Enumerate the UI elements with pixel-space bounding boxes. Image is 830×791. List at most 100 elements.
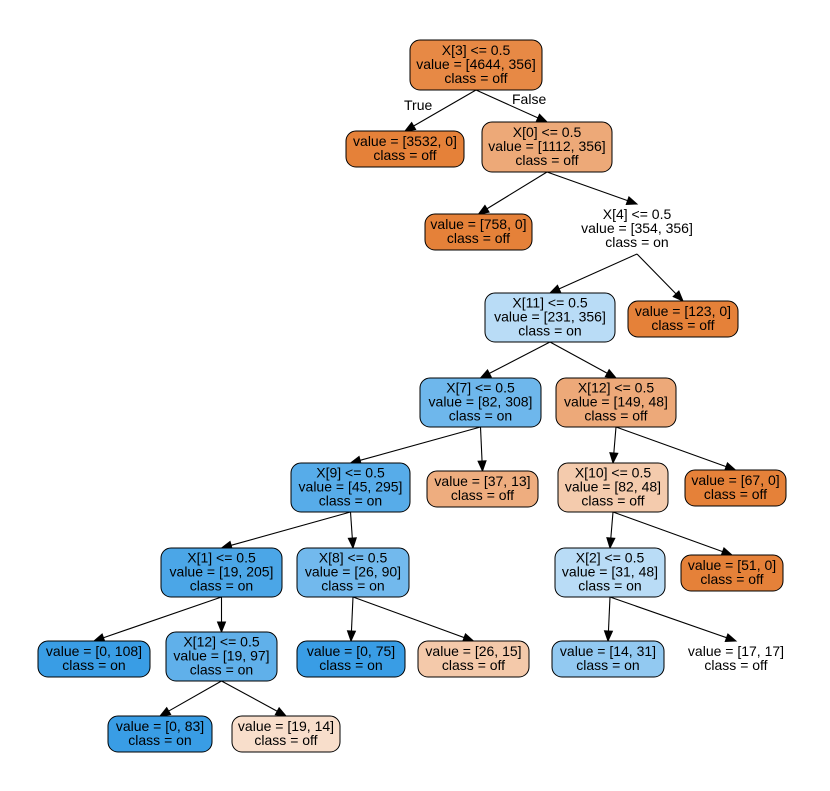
node-text-line: class = off bbox=[704, 486, 767, 502]
node-text-line: value = [3532, 0] bbox=[353, 133, 457, 149]
node-text-line: value = [51, 0] bbox=[688, 557, 776, 573]
node-text-line: class = off bbox=[451, 487, 514, 503]
node-text-line: class = off bbox=[254, 732, 317, 748]
node-box bbox=[419, 377, 542, 428]
node-text-line: X[10] <= 0.5 bbox=[575, 465, 651, 481]
node-text-line: class = off bbox=[515, 152, 578, 168]
node-text-line: class = on bbox=[190, 578, 253, 594]
edge-line bbox=[103, 596, 222, 639]
node-text-line: class = off bbox=[700, 571, 763, 587]
node-text-line: class = on bbox=[578, 578, 641, 594]
node-text-line: value = [123, 0] bbox=[635, 303, 731, 319]
tree-edge bbox=[158, 680, 222, 717]
edge-line bbox=[610, 511, 614, 539]
node-text-line: value = [26, 90] bbox=[305, 564, 401, 580]
node-text-line: class = off bbox=[447, 230, 510, 246]
tree-edge bbox=[347, 511, 357, 550]
node-text-line: value = [82, 48] bbox=[565, 479, 661, 495]
node-text-line: value = [0, 83] bbox=[116, 718, 204, 734]
arrow-head-icon bbox=[274, 706, 288, 717]
node-text-line: value = [354, 356] bbox=[581, 220, 693, 236]
arrow-head-icon bbox=[477, 460, 487, 473]
tree-node: value = [14, 31]class = on bbox=[551, 640, 665, 678]
tree-edge bbox=[548, 253, 638, 294]
node-text-line: X[3] <= 0.5 bbox=[442, 42, 511, 58]
node-text-line: X[0] <= 0.5 bbox=[513, 124, 582, 140]
edge-label-true: True bbox=[404, 97, 432, 113]
tree-edge bbox=[221, 680, 288, 717]
node-text-line: class = on bbox=[62, 657, 125, 673]
node-text-line: class = on bbox=[321, 578, 384, 594]
edge-line bbox=[558, 253, 638, 290]
node-text-line: value = [19, 205] bbox=[170, 564, 274, 580]
tree-edge bbox=[609, 596, 738, 643]
node-text-line: class = on bbox=[319, 493, 382, 509]
arrow-head-icon bbox=[606, 537, 616, 550]
tree-edge bbox=[477, 171, 548, 215]
edge-line bbox=[350, 596, 354, 632]
node-box bbox=[684, 469, 787, 507]
tree-edge bbox=[346, 596, 357, 643]
node-box bbox=[557, 462, 669, 513]
edge-line bbox=[615, 426, 727, 468]
node-text-line: X[12] <= 0.5 bbox=[578, 380, 654, 396]
edge-line bbox=[359, 426, 481, 461]
tree-edge bbox=[603, 596, 614, 643]
node-box bbox=[417, 640, 530, 678]
edge-line bbox=[612, 511, 723, 553]
node-text-line: class = off bbox=[704, 657, 767, 673]
edge-line bbox=[486, 171, 548, 210]
node-box bbox=[627, 300, 739, 338]
node-text-line: value = [758, 0] bbox=[430, 216, 526, 232]
edge-line bbox=[413, 89, 477, 127]
node-text-line: class = on bbox=[449, 408, 512, 424]
arrow-head-icon bbox=[724, 633, 738, 643]
node-box bbox=[37, 640, 151, 678]
arrow-head-icon bbox=[403, 121, 417, 132]
edge-label-false: False bbox=[512, 91, 546, 107]
node-text-line: value = [1112, 356] bbox=[488, 138, 605, 154]
node-box bbox=[555, 377, 677, 428]
tree-edge bbox=[477, 426, 487, 473]
node-text-line: value = [37, 13] bbox=[434, 473, 530, 489]
arrow-head-icon bbox=[535, 113, 549, 123]
tree-node: value = [0, 108]class = on bbox=[37, 640, 151, 678]
arrow-head-icon bbox=[477, 204, 490, 215]
arrow-head-icon bbox=[603, 630, 614, 643]
arrow-head-icon bbox=[609, 452, 619, 465]
node-text-line: value = [231, 356] bbox=[494, 309, 606, 325]
node-box bbox=[484, 292, 616, 343]
tree-edge bbox=[479, 341, 551, 379]
tree-edge bbox=[216, 597, 227, 634]
arrow-head-icon bbox=[347, 537, 357, 550]
edge-line bbox=[475, 89, 539, 119]
tree-edge bbox=[349, 426, 481, 465]
node-text-line: X[7] <= 0.5 bbox=[446, 380, 515, 396]
node-text-line: X[12] <= 0.5 bbox=[183, 634, 259, 650]
node-box bbox=[296, 547, 410, 598]
node-text-line: value = [0, 75] bbox=[307, 643, 395, 659]
node-text-line: value = [149, 48] bbox=[564, 394, 668, 410]
node-box bbox=[296, 640, 406, 678]
node-text-line: value = [31, 48] bbox=[562, 564, 658, 580]
tree-edge bbox=[546, 171, 639, 205]
arrow-head-icon bbox=[548, 284, 562, 294]
arrow-head-icon bbox=[604, 368, 618, 379]
node-text-line: class = on bbox=[190, 662, 253, 678]
node-text-line: value = [45, 295] bbox=[299, 479, 403, 495]
tree-edge bbox=[636, 253, 684, 302]
edge-line bbox=[609, 596, 727, 639]
node-box bbox=[290, 462, 411, 513]
node-text-line: value = [26, 15] bbox=[425, 643, 521, 659]
node-text-line: X[1] <= 0.5 bbox=[187, 550, 256, 566]
node-text-line: class = off bbox=[442, 657, 505, 673]
node-text-line: X[11] <= 0.5 bbox=[512, 295, 587, 311]
arrow-head-icon bbox=[625, 196, 639, 205]
arrow-head-icon bbox=[216, 621, 227, 634]
node-text-line: class = off bbox=[373, 147, 436, 163]
